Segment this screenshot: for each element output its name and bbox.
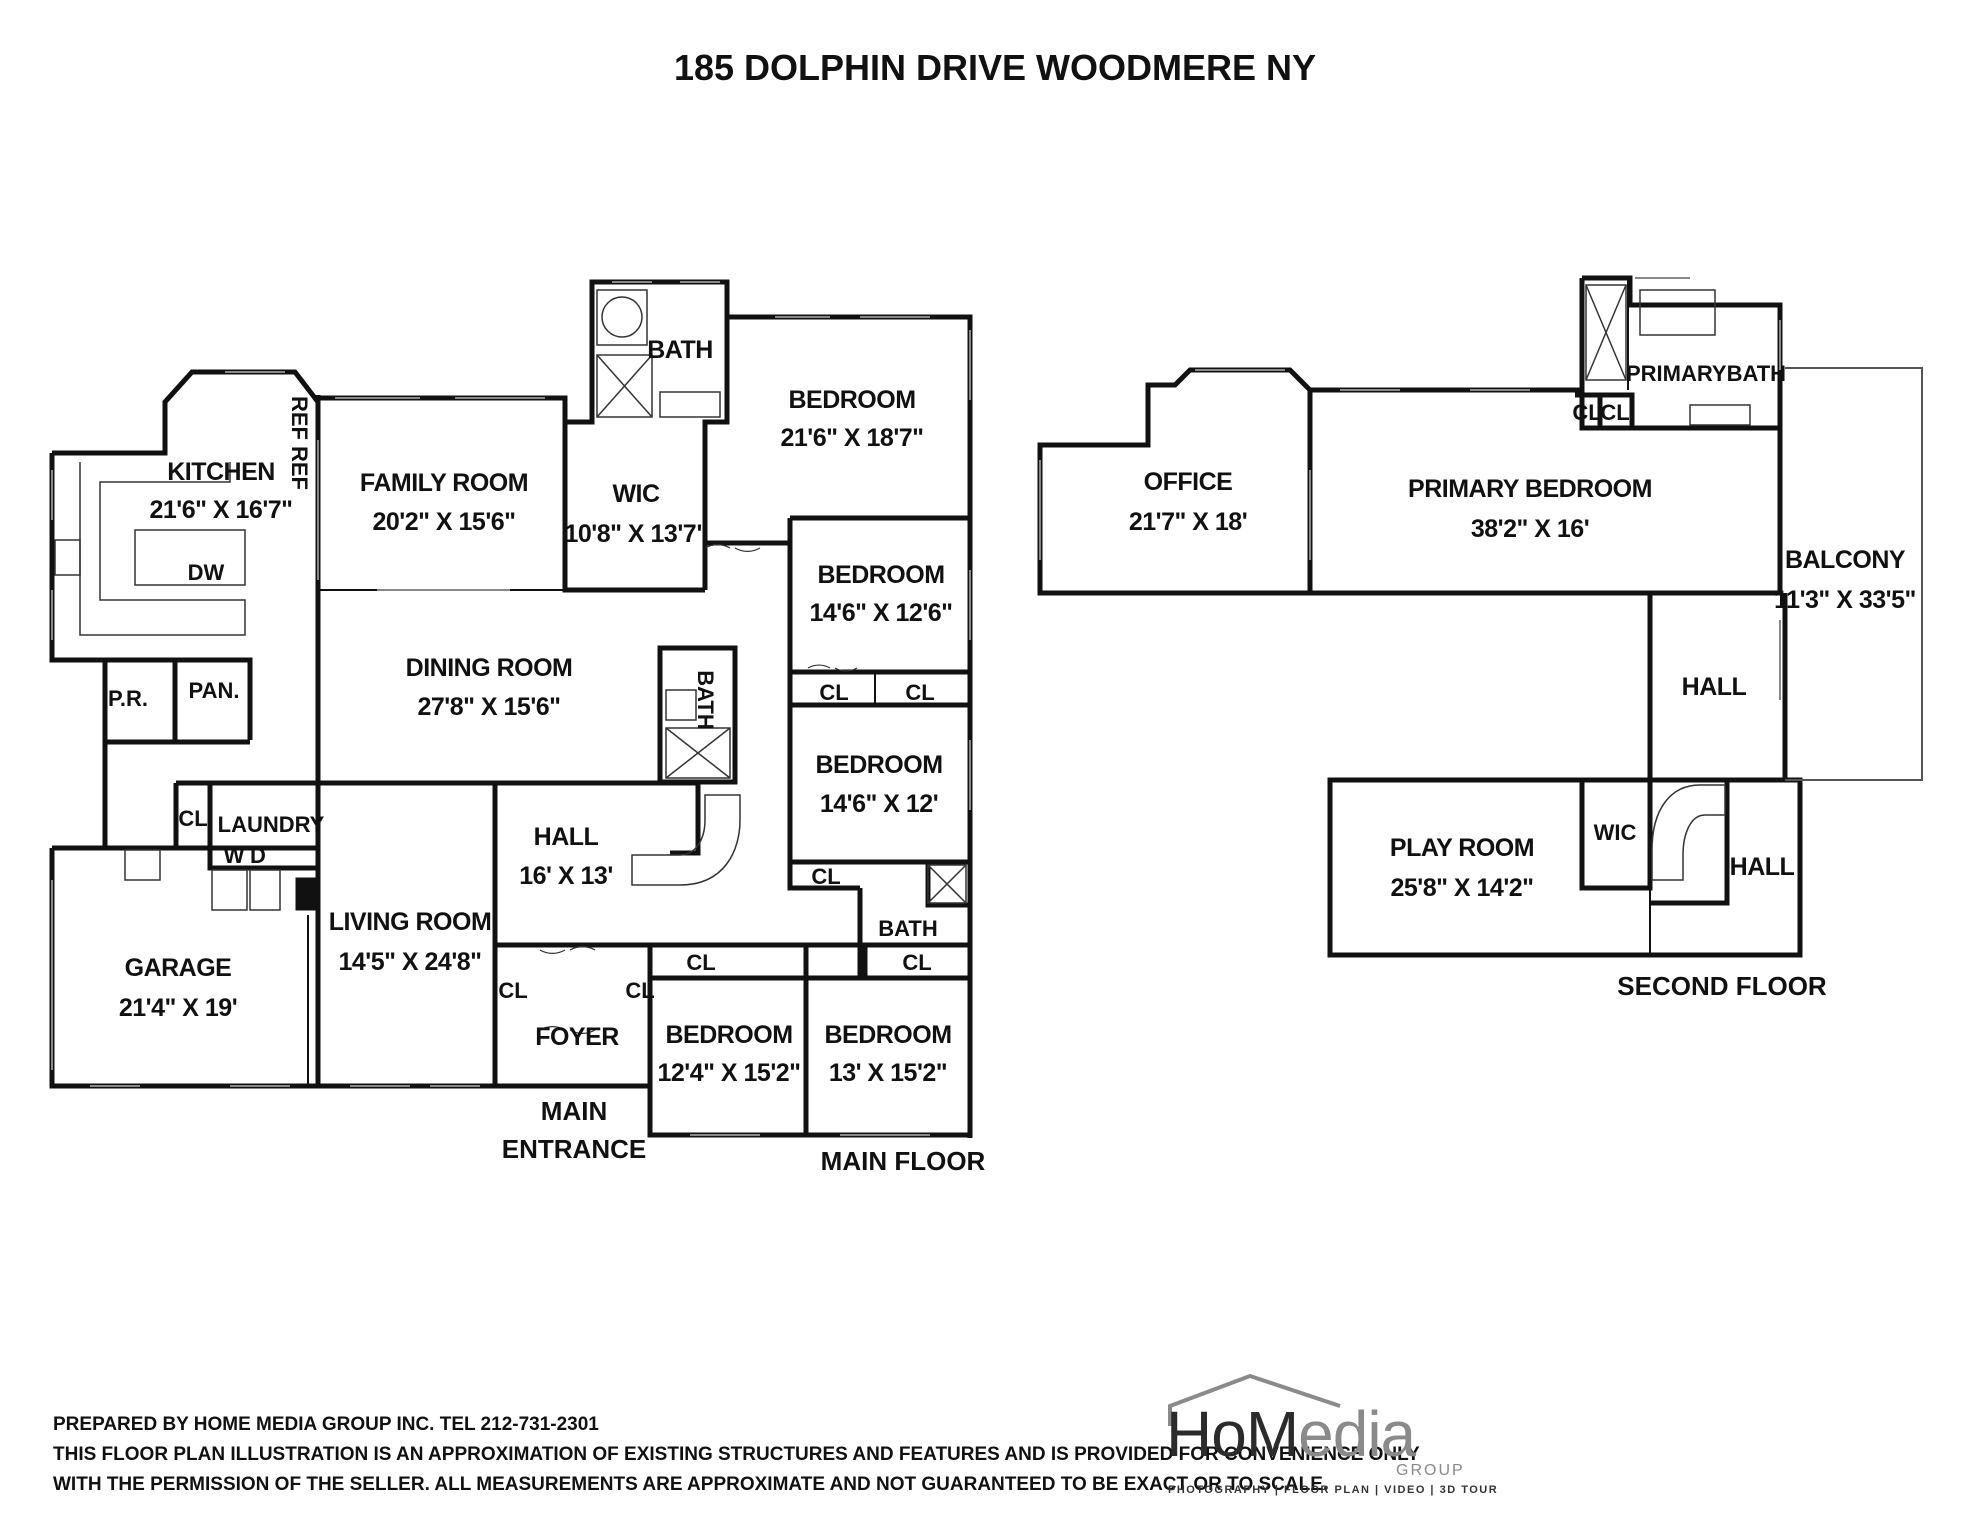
disclaimer: PREPARED BY HOME MEDIA GROUP INC. TEL 21… xyxy=(53,1410,1420,1500)
logo-wordmark: HoMedia xyxy=(1166,1398,1416,1470)
main-floor-fixtures xyxy=(54,289,967,911)
wic-upper-label: WIC xyxy=(1594,820,1637,845)
bedroom-5-dim: 13' X 15'2" xyxy=(829,1059,947,1087)
bedroom-5-label: BEDROOM xyxy=(824,1021,951,1049)
family-room-label: FAMILY ROOM xyxy=(360,469,528,497)
living-room-dim: 14'5" X 24'8" xyxy=(338,948,481,976)
second-floor-fixtures xyxy=(1039,277,1781,881)
main-floor-doors xyxy=(539,544,858,1034)
wic-label: WIC xyxy=(612,480,660,508)
laundry-label: LAUNDRY xyxy=(218,812,325,837)
pantry-label: PAN. xyxy=(189,678,240,703)
pr-label: P.R. xyxy=(108,686,148,711)
main-floor-windows xyxy=(51,281,971,1136)
garage-dim: 21'4" X 19' xyxy=(119,994,237,1022)
balcony-label: BALCONY xyxy=(1785,546,1906,574)
balcony-dim: 11'3" X 33'5" xyxy=(1774,586,1916,614)
cl-label: CL xyxy=(1600,400,1629,425)
bedroom-4-dim: 12'4" X 15'2" xyxy=(657,1059,800,1087)
kitchen-dim: 21'6" X 16'7" xyxy=(149,496,292,524)
dining-room-dim: 27'8" X 15'6" xyxy=(417,693,560,721)
bedroom-3-dim: 14'6" X 12' xyxy=(820,790,938,818)
cl-label: CL xyxy=(498,978,527,1003)
bath-lower-label: BATH xyxy=(878,916,937,941)
hall-label: HALL xyxy=(534,823,599,851)
bath-top-label: BATH xyxy=(647,336,713,364)
hall-dim: 16' X 13' xyxy=(519,862,613,890)
cl-label: CL xyxy=(178,806,207,831)
ref-label-2: REF xyxy=(287,446,312,490)
logo-group-text: GROUP xyxy=(1396,1462,1465,1479)
main-floor-label: MAIN FLOOR xyxy=(821,1146,986,1176)
bedroom-3-label: BEDROOM xyxy=(815,751,942,779)
primary-bedroom-label: PRIMARY BEDROOM xyxy=(1408,475,1652,503)
office-label: OFFICE xyxy=(1144,468,1233,496)
washer-label: W xyxy=(224,843,245,868)
ref-label-1: REF xyxy=(287,396,312,440)
dw-label: DW xyxy=(188,560,225,585)
main-entrance-line1: MAIN xyxy=(541,1096,607,1126)
dining-room-label: DINING ROOM xyxy=(406,654,573,682)
plan-title: 185 DOLPHIN DRIVE WOODMERE NY xyxy=(674,47,1316,88)
second-floor-labels: OFFICE 21'7" X 18' PRIMARY BEDROOM 38'2"… xyxy=(1129,361,1917,1001)
play-room-label: PLAY ROOM xyxy=(1390,834,1534,862)
cl-label: CL xyxy=(811,864,840,889)
foyer-label: FOYER xyxy=(535,1023,619,1051)
bedroom-large-dim: 21'6" X 18'7" xyxy=(780,424,923,452)
bedroom-large-label: BEDROOM xyxy=(788,386,915,414)
living-room-label: LIVING ROOM xyxy=(329,908,492,936)
bedroom-2-label: BEDROOM xyxy=(817,561,944,589)
office-dim: 21'7" X 18' xyxy=(1129,508,1247,536)
second-floor-label: SECOND FLOOR xyxy=(1617,971,1827,1001)
kitchen-label: KITCHEN xyxy=(167,458,275,486)
house-roof-icon xyxy=(1168,1373,1341,1426)
disclaimer-line-3: WITH THE PERMISSION OF THE SELLER. ALL M… xyxy=(53,1474,1329,1495)
primary-bedroom-dim: 38'2" X 16' xyxy=(1471,515,1589,543)
bedroom-2-dim: 14'6" X 12'6" xyxy=(809,599,952,627)
main-entrance-line2: ENTRANCE xyxy=(502,1134,646,1164)
bedroom-4-label: BEDROOM xyxy=(665,1021,792,1049)
cl-label: CL xyxy=(625,978,654,1003)
disclaimer-line-1: PREPARED BY HOME MEDIA GROUP INC. TEL 21… xyxy=(53,1414,599,1435)
cl-label: CL xyxy=(902,950,931,975)
primary-bath-label: PRIMARYBATH xyxy=(1626,361,1786,386)
family-room-dim: 20'2" X 15'6" xyxy=(372,508,515,536)
dryer-label: D xyxy=(250,843,266,868)
hall-lower-label: HALL xyxy=(1730,853,1795,881)
hall-upper-label: HALL xyxy=(1682,673,1747,701)
main-floor-labels: KITCHEN 21'6" X 16'7" DW REF REF FAMILY … xyxy=(108,336,986,1176)
cl-label: CL xyxy=(905,680,934,705)
garage-label: GARAGE xyxy=(125,954,232,982)
cl-label: CL xyxy=(1572,400,1601,425)
play-room-dim: 25'8" X 14'2" xyxy=(1390,874,1533,902)
cl-label: CL xyxy=(686,950,715,975)
logo-tagline: PHOTOGRAPHY | FLOOR PLAN | VIDEO | 3D TO… xyxy=(1168,1484,1499,1496)
wic-dim: 10'8" X 13'7" xyxy=(564,520,707,548)
bath-mid-label: BATH xyxy=(693,670,718,729)
disclaimer-line-2: THIS FLOOR PLAN ILLUSTRATION IS AN APPRO… xyxy=(53,1444,1420,1465)
cl-label: CL xyxy=(819,680,848,705)
homedia-logo: HoMedia GROUP PHOTOGRAPHY | FLOOR PLAN |… xyxy=(1160,1368,1497,1503)
